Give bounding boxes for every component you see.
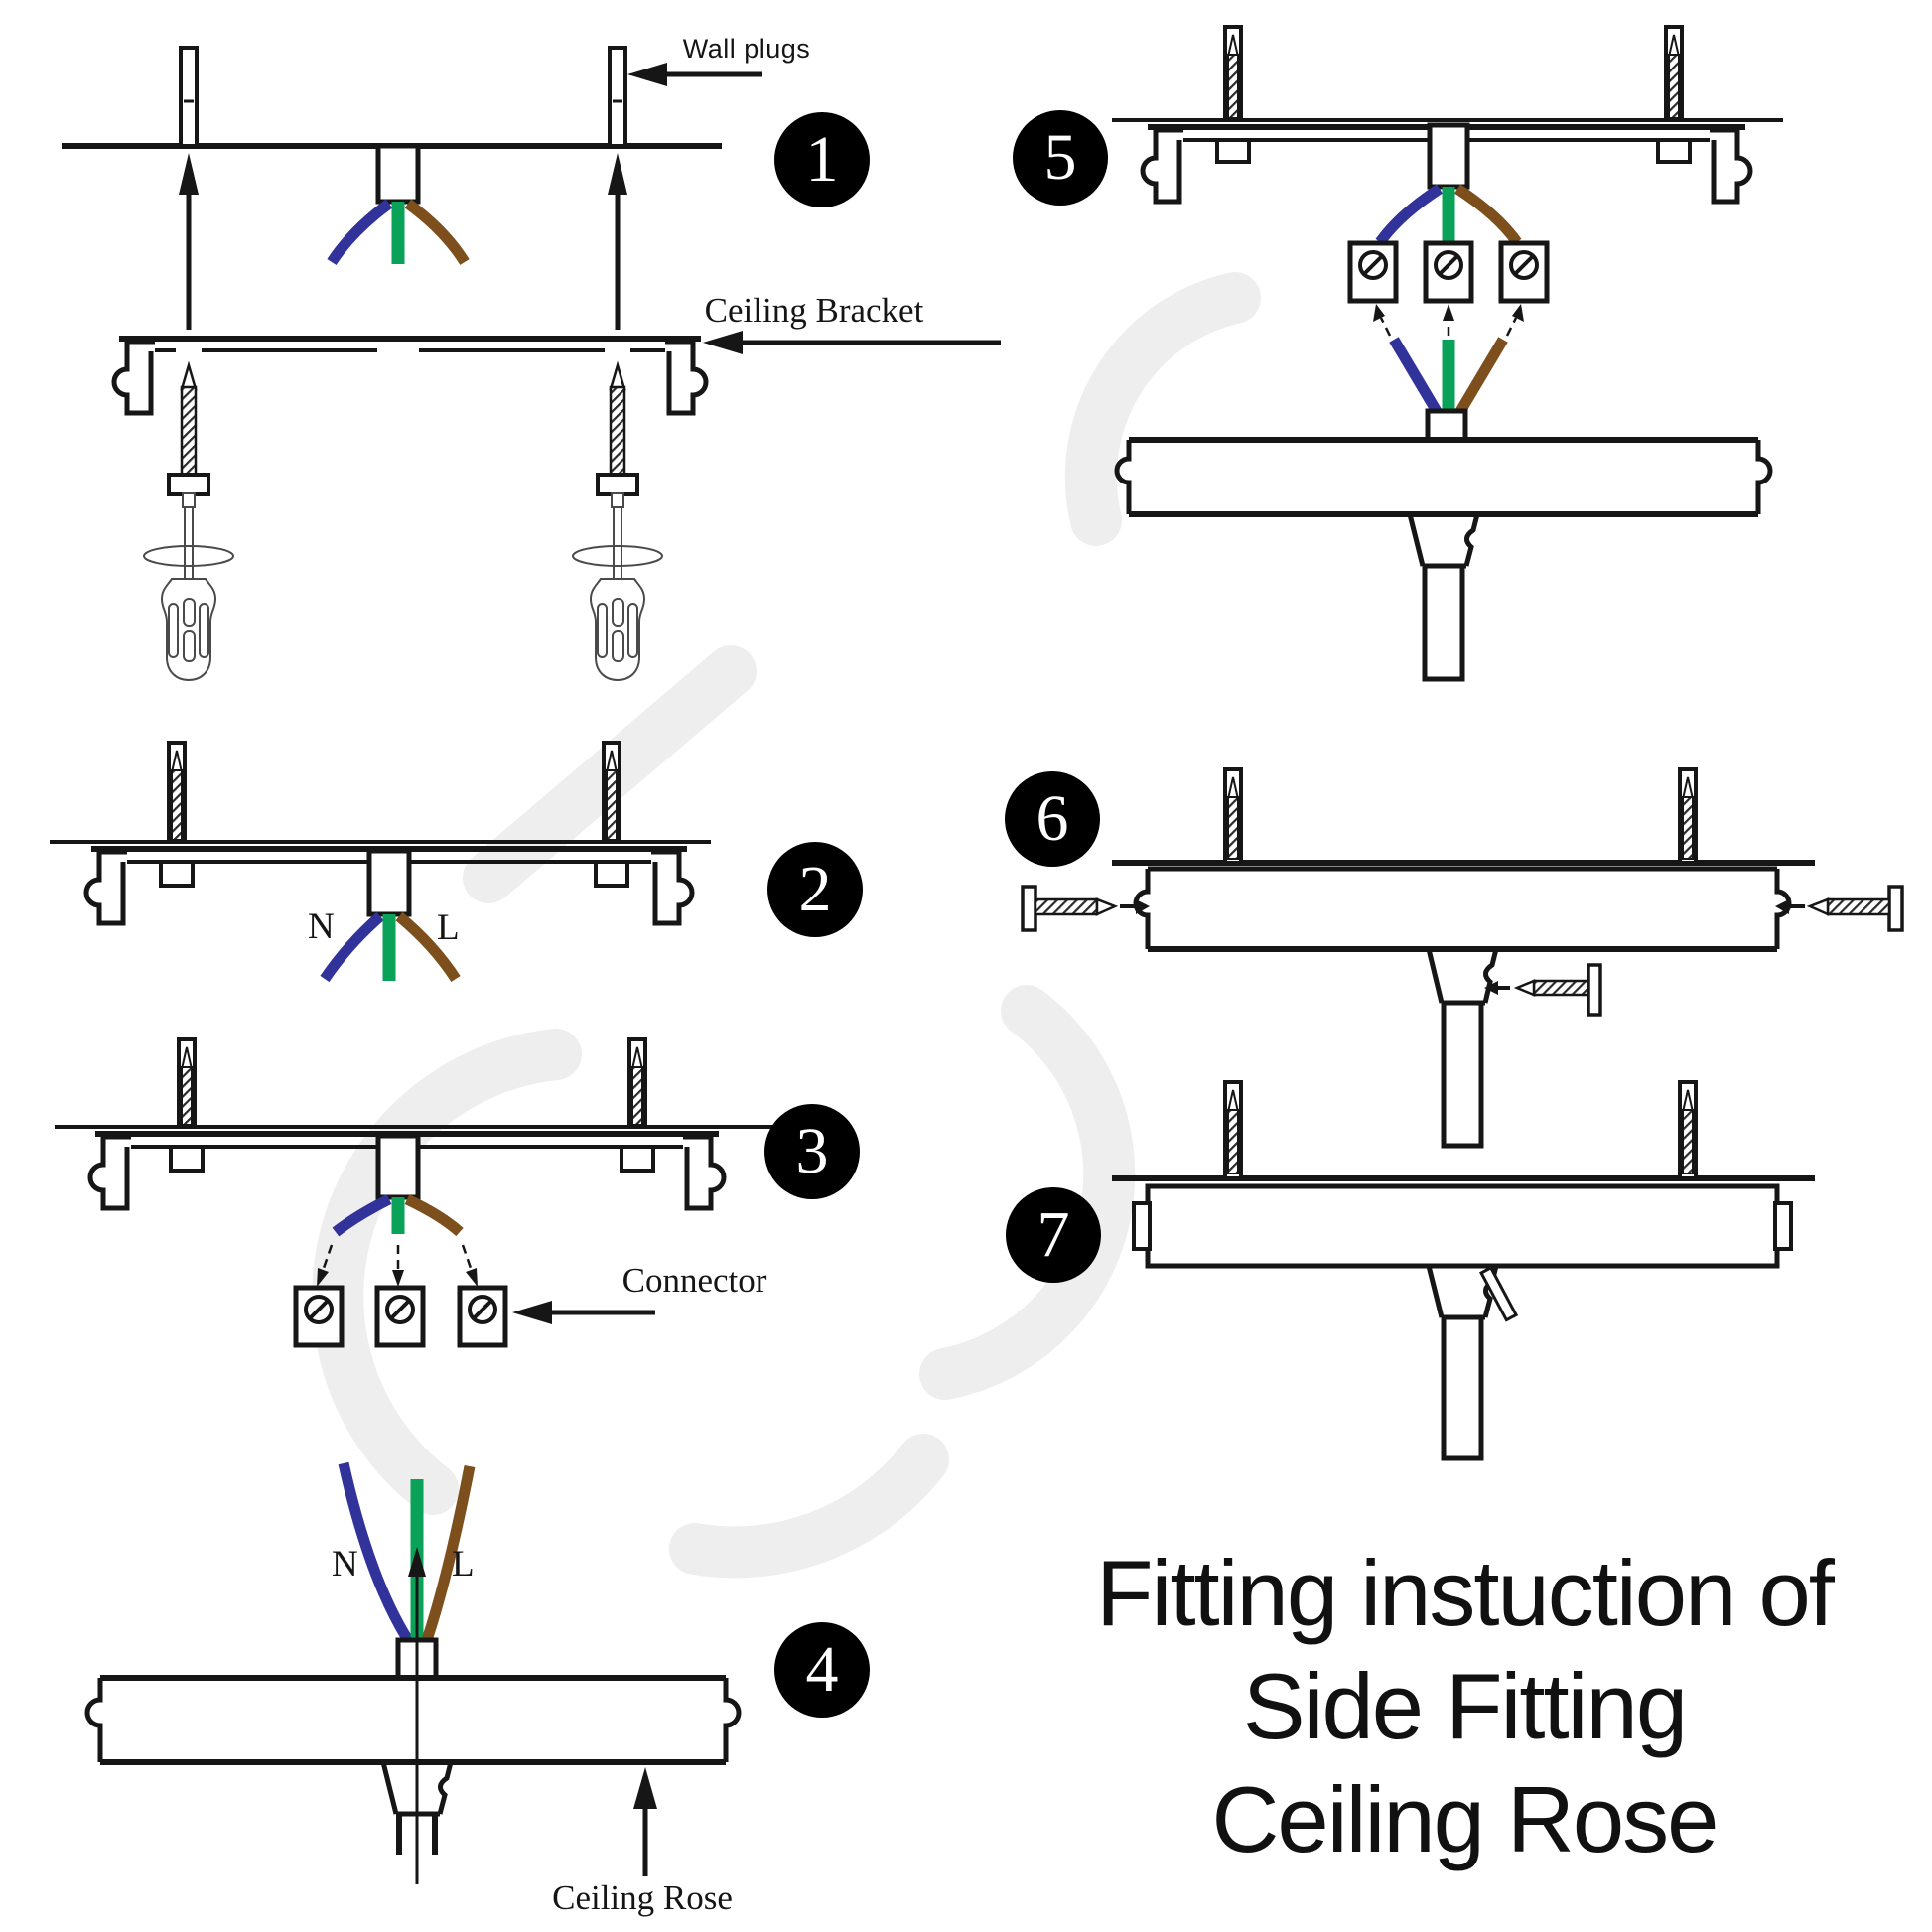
screwdriver-right [572, 492, 663, 682]
step-badge-6: 6 [1005, 771, 1100, 867]
cord-up-arrow [408, 1547, 426, 1884]
step1-diagram [62, 46, 1001, 682]
wire-neutral [320, 911, 384, 983]
live-label: L [452, 1544, 475, 1585]
screwdriver-left [143, 492, 234, 682]
wire-live [395, 911, 461, 982]
wall-plug-left [179, 46, 199, 148]
side-screw-head-right [1773, 1201, 1793, 1251]
ceiling-rose-arrow [633, 1767, 657, 1876]
ceiling-rose-plate [1133, 866, 1792, 952]
step-badge-1: 1 [774, 112, 870, 207]
pendant-rod [1441, 1314, 1484, 1461]
wall-plug-screwed-left [1223, 25, 1243, 122]
connector-block [457, 1285, 508, 1348]
ceiling-rose-plate [1132, 1183, 1793, 1269]
neutral-label: N [332, 1544, 358, 1585]
sheet-title: Fitting instuction of Side Fitting Ceili… [1003, 1537, 1926, 1876]
step-badge-4: 4 [774, 1622, 870, 1718]
wall-plugs-arrow [627, 63, 762, 86]
wire-live [421, 1464, 476, 1642]
rose-wires [1389, 337, 1508, 416]
dashed-arrows-up [1373, 304, 1524, 337]
ceiling-bracket-label: Ceiling Bracket [704, 291, 924, 330]
step4-diagram [84, 1461, 742, 1884]
pendant-rod [1422, 563, 1465, 682]
ceiling-rose-label: Ceiling Rose [552, 1878, 733, 1917]
title-line-1: Fitting instuction of [1096, 1541, 1835, 1645]
strain-relief-funnel [1426, 1265, 1519, 1322]
cable-entry [320, 848, 461, 983]
wire-live [1454, 337, 1508, 416]
pendant-rod [1441, 1000, 1484, 1149]
step2-diagram [50, 741, 711, 983]
connector-block [374, 1285, 426, 1348]
funnel-screw [1478, 1265, 1519, 1322]
connector-blocks [1347, 240, 1550, 304]
wall-plug-screwed-right [1678, 1080, 1698, 1180]
wall-plug-screwed-left [177, 1037, 197, 1129]
connector-blocks [293, 1285, 508, 1348]
connector-block [293, 1285, 345, 1348]
wall-plug-screwed-left [1223, 767, 1243, 865]
step5-diagram [1112, 25, 1783, 682]
wire-live [404, 1194, 464, 1237]
wall-plug-screwed-left [1223, 1080, 1243, 1180]
wall-plug-right [608, 46, 627, 148]
wire-neutral [327, 199, 393, 266]
connector-block [1423, 240, 1474, 304]
dashed-arrows-down [317, 1244, 478, 1287]
title-line-3: Ceiling Rose [1211, 1767, 1720, 1871]
screw-right [596, 360, 639, 496]
side-screw-head-left [1132, 1201, 1152, 1251]
step-badge-5: 5 [1013, 110, 1108, 206]
wire-live [404, 199, 470, 265]
connector-arrow [512, 1301, 655, 1324]
wall-plugs-label: Wall plugs [682, 34, 811, 64]
ceiling-rose-plate [1114, 437, 1773, 517]
step3-diagram [55, 1037, 822, 1348]
strain-relief-funnel [1426, 948, 1499, 1006]
step-badge-7: 7 [1006, 1187, 1101, 1283]
neutral-label: N [308, 906, 335, 947]
ceiling-rose-plate [84, 1675, 742, 1765]
step-badge-2: 2 [767, 842, 863, 937]
wire-neutral [1375, 184, 1443, 246]
side-screw-right [1775, 885, 1904, 932]
step6-diagram [1021, 767, 1904, 1149]
wall-plug-screwed-left [167, 741, 187, 844]
ceiling-bracket [111, 336, 709, 416]
rose-entry-box [1425, 408, 1468, 444]
wall-plug-screwed-right [627, 1037, 647, 1129]
live-label: L [437, 907, 460, 948]
wire-neutral [1389, 337, 1443, 416]
wall-plug-screwed-right [602, 741, 621, 844]
wire-neutral [338, 1461, 413, 1643]
wall-plug-screwed-right [1664, 25, 1684, 122]
step7-diagram [1112, 1080, 1815, 1461]
connector-label: Connector [621, 1261, 767, 1300]
wall-plug-screwed-right [1678, 767, 1698, 865]
strain-relief-funnel [1407, 513, 1480, 569]
strain-relief-funnel [380, 1761, 454, 1855]
step1-up-arrows [179, 153, 627, 330]
funnel-screw [1484, 963, 1602, 1017]
ceiling-bracket-arrow [703, 331, 1001, 354]
cable-entry [332, 1133, 464, 1237]
cable-entry [1375, 122, 1522, 246]
title-line-2: Side Fitting [1242, 1654, 1688, 1758]
connector-block [1347, 240, 1399, 304]
step1-ceiling [62, 46, 722, 149]
step-badge-3: 3 [764, 1104, 860, 1199]
wire-live [1454, 184, 1522, 246]
connector-block [1498, 240, 1550, 304]
side-screw-left [1021, 885, 1150, 932]
screw-left [167, 360, 210, 496]
step1-cable-entry [327, 143, 470, 266]
wire-neutral [332, 1194, 392, 1237]
